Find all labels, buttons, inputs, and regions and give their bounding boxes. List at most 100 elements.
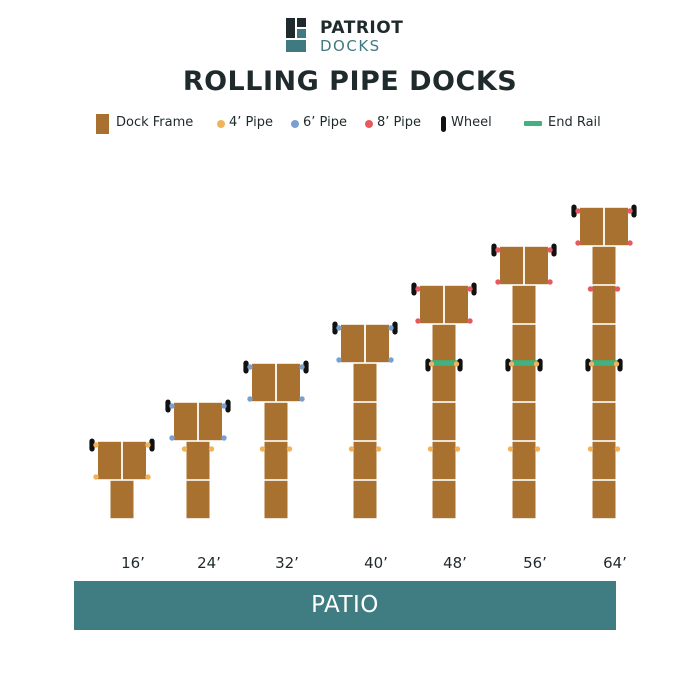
pipe-dot — [507, 446, 514, 452]
pipe-dot — [93, 474, 99, 480]
wheel-mark — [551, 243, 557, 257]
pipe-dot — [627, 240, 633, 246]
end-rail-bar — [524, 121, 542, 126]
pipe-dot — [588, 361, 595, 367]
pipe-dot — [299, 396, 305, 402]
wheel-mark — [585, 358, 591, 372]
pipe-dot — [145, 474, 151, 480]
dock-section — [512, 402, 536, 441]
pipe-dot — [467, 318, 473, 324]
pipe-dot — [508, 361, 515, 367]
wheel-mark — [225, 399, 231, 413]
pipe-dot — [375, 446, 382, 452]
pipe-dot — [495, 247, 501, 253]
wheel-mark — [457, 358, 463, 372]
pipe-dot — [336, 325, 342, 331]
pipe-dot — [547, 279, 553, 285]
wheel-mark — [471, 282, 477, 296]
dock-length-label: 64’ — [603, 554, 627, 572]
brand-logo: PATRIOT DOCKS — [286, 18, 426, 56]
legend-label-end-rail: End Rail — [548, 115, 601, 130]
4ft-pipe-dot — [217, 120, 225, 128]
pipe-dot — [467, 286, 473, 292]
dock-section — [432, 363, 456, 402]
brand-name-line1: PATRIOT — [320, 18, 404, 38]
pipe-dot — [169, 435, 175, 441]
wheel-mark — [149, 438, 155, 452]
dock-section — [432, 480, 456, 519]
pipe-dot — [181, 446, 188, 452]
dock-section — [110, 480, 134, 519]
dock-head-frame — [524, 246, 548, 285]
dock-section — [186, 441, 210, 480]
pipe-dot — [547, 247, 553, 253]
dock-section — [592, 246, 616, 285]
pipe-dot — [336, 357, 342, 363]
pipe-dot — [614, 446, 621, 452]
wheel-mark — [392, 321, 398, 335]
pipe-dot — [169, 403, 175, 409]
pipe-dot — [145, 442, 151, 448]
dock-section — [592, 480, 616, 519]
dock-section — [592, 285, 616, 324]
dock-section — [432, 441, 456, 480]
wheel-mark — [537, 358, 543, 372]
pipe-dot — [221, 435, 227, 441]
pipe-dot — [299, 364, 305, 370]
dock-section — [264, 441, 288, 480]
pipe-dot — [427, 446, 434, 452]
pipe-dot — [627, 208, 633, 214]
wheel-mark — [89, 438, 95, 452]
pipe-dot — [453, 361, 460, 367]
dock-head-frame — [174, 402, 198, 441]
pipe-dot — [415, 318, 421, 324]
pipe-dot — [613, 361, 620, 367]
legend-label-wheel: Wheel — [451, 115, 492, 130]
dock-section — [353, 480, 377, 519]
dock-section — [512, 324, 536, 363]
dock-head-frame — [98, 441, 122, 480]
dock-section — [512, 285, 536, 324]
legend: Dock Frame 4’ Pipe 6’ Pipe 8’ Pipe Wheel… — [0, 114, 700, 134]
dock-section — [512, 441, 536, 480]
pipe-dot — [247, 396, 253, 402]
pipe-dot — [614, 286, 621, 292]
pipe-dot — [259, 446, 266, 452]
page-title: ROLLING PIPE DOCKS — [182, 66, 518, 97]
dock-section — [353, 363, 377, 402]
pipe-dot — [587, 446, 594, 452]
dock-head-frame — [252, 363, 276, 402]
pipe-dot — [575, 208, 581, 214]
wheel-mark — [425, 358, 431, 372]
legend-label-4ft-pipe: 4’ Pipe — [229, 115, 273, 130]
brand-name-line2: DOCKS — [320, 37, 381, 55]
dock-length-label: 24’ — [197, 554, 221, 572]
pipe-dot — [575, 240, 581, 246]
dock-section — [353, 441, 377, 480]
dock-frame-swatch — [96, 114, 109, 134]
dock-head-frame — [444, 285, 468, 324]
pipe-dot — [495, 279, 501, 285]
legend-label-dock-frame: Dock Frame — [116, 115, 194, 130]
wheel-mark — [303, 360, 309, 374]
wheel-mark — [411, 282, 417, 296]
pipe-dot — [454, 446, 461, 452]
dock-section — [592, 324, 616, 363]
dock-head-frame — [500, 246, 524, 285]
patio-bar: PATIO — [74, 581, 616, 630]
pipe-dot — [587, 286, 594, 292]
dock-section — [592, 363, 616, 402]
pipe-dot — [388, 325, 394, 331]
dock-head-frame — [365, 324, 389, 363]
6ft-pipe-dot — [291, 120, 299, 128]
wheel-mark — [631, 204, 637, 218]
wheel-mark — [165, 399, 171, 413]
pipe-dot — [428, 361, 435, 367]
dock-head-frame — [580, 207, 604, 246]
pipe-dot — [221, 403, 227, 409]
dock-head-frame — [420, 285, 444, 324]
pipe-dot — [533, 361, 540, 367]
wheel-mark — [441, 116, 446, 132]
dock-length-label: 48’ — [443, 554, 467, 572]
dock-head-frame — [604, 207, 628, 246]
